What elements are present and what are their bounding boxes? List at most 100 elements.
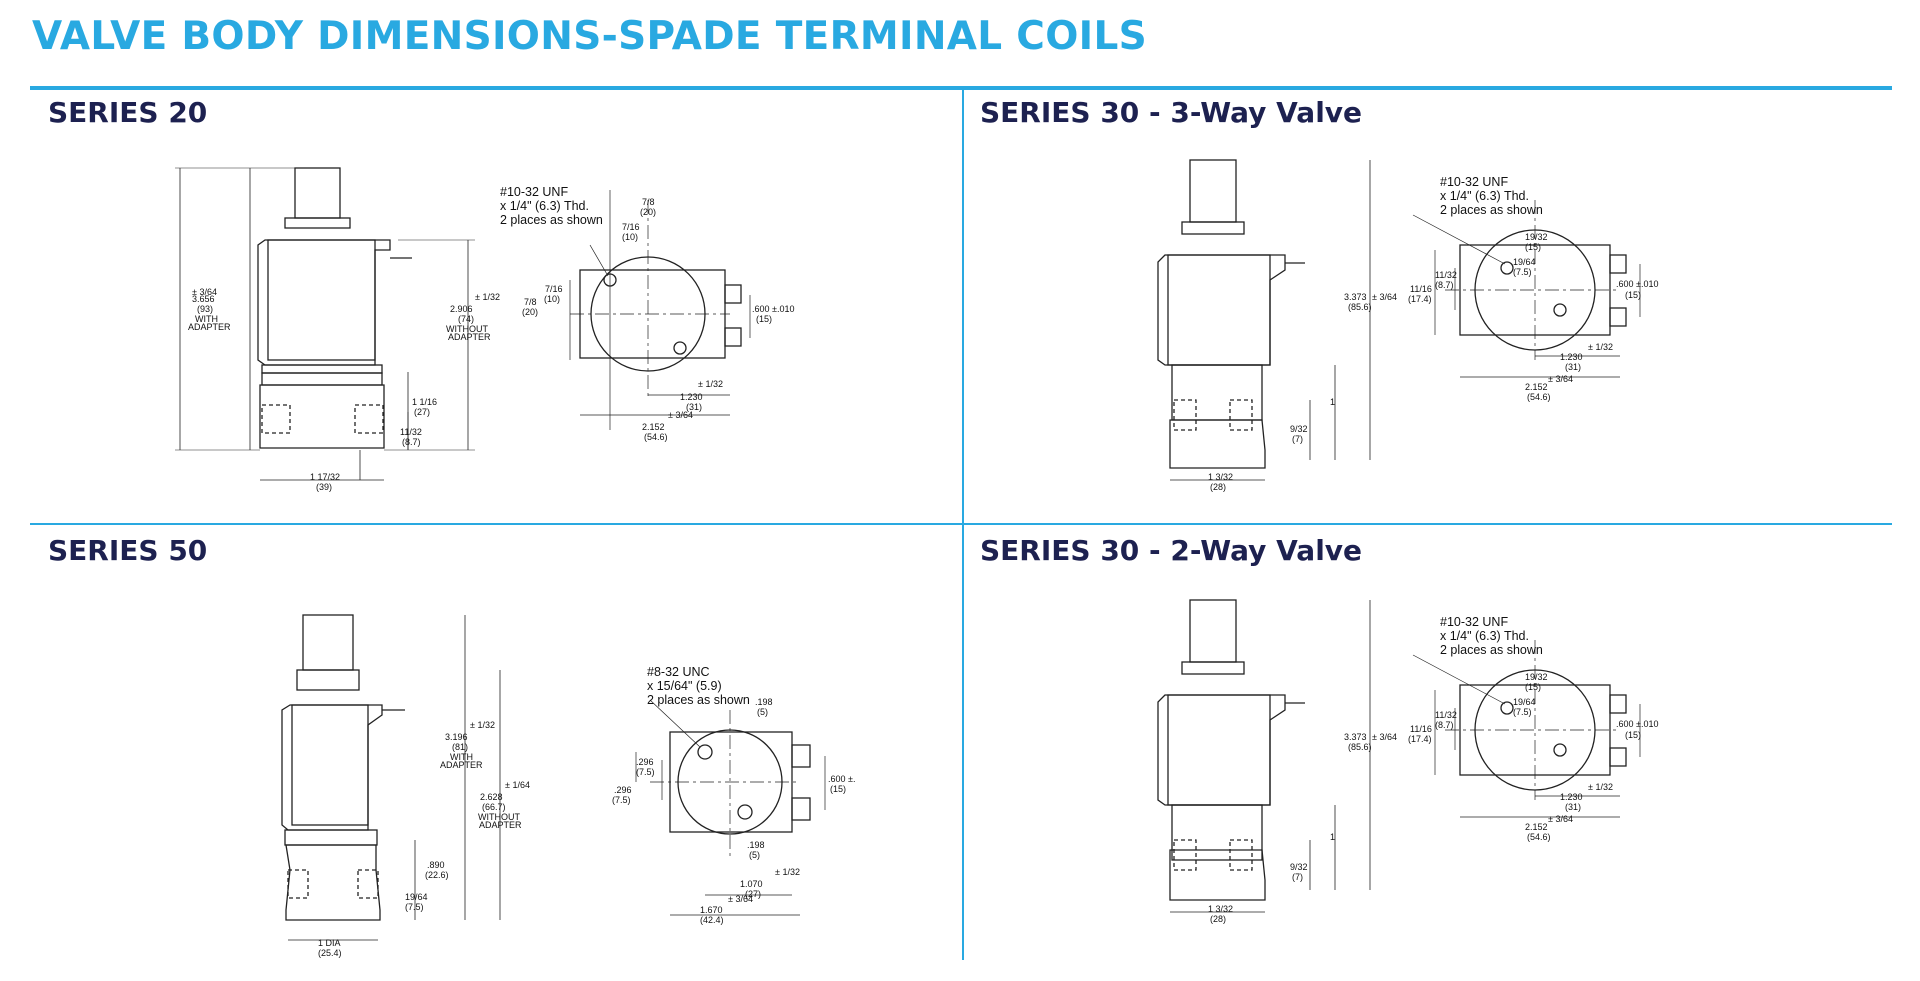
port-height-s50: 19/64 bbox=[405, 892, 428, 902]
thread-line-2-3way: x 1/4" (6.3) Thd. bbox=[1440, 189, 1529, 203]
port-height-mm: (8.7) bbox=[402, 437, 421, 447]
hole-offset-top-mm-3way: (15) bbox=[1525, 242, 1541, 252]
series-20-top-view bbox=[569, 190, 751, 430]
hole-offset-top-mm: (20) bbox=[640, 207, 656, 217]
total-width-3way: 2.152 bbox=[1525, 382, 1548, 392]
lower-height-s50: .890 bbox=[427, 860, 445, 870]
port-height-mm-s50: (7.5) bbox=[405, 902, 424, 912]
total-width-tol: ± 3/64 bbox=[668, 410, 693, 420]
hole-offset-small-mm: (10) bbox=[622, 232, 638, 242]
center-dist-tol-2way: ± 1/32 bbox=[1588, 782, 1613, 792]
side-offset-3way: 11/32 bbox=[1435, 270, 1457, 280]
hole-offset-top-3way: 19/32 bbox=[1525, 232, 1548, 242]
overall-height: 3.656 bbox=[192, 294, 215, 304]
lower-height-3way: 1 bbox=[1330, 397, 1335, 407]
bottom-offset-s50: .198 bbox=[747, 840, 765, 850]
hole-offset-top-mm-2way: (15) bbox=[1525, 682, 1541, 692]
terminal-spacing-3way: .600 ±.010 bbox=[1616, 279, 1658, 289]
body-mm: (74) bbox=[458, 314, 474, 324]
base-width-2way: 1 3/32 bbox=[1208, 904, 1233, 914]
bottom-offset-mm-s50: (5) bbox=[749, 850, 760, 860]
series-20-side-view bbox=[175, 167, 475, 481]
thread-line-1-2way: #10-32 UNF bbox=[1440, 615, 1508, 629]
overall-note-2: ADAPTER bbox=[188, 322, 231, 332]
base-width-mm: (39) bbox=[316, 482, 332, 492]
port-height-2way: 9/32 bbox=[1290, 862, 1308, 872]
total-width-2way: 2.152 bbox=[1525, 822, 1548, 832]
title-divider bbox=[30, 86, 1892, 90]
total-width-mm-2way: (54.6) bbox=[1527, 832, 1551, 842]
section-title-series-30-3way: SERIES 30 - 3-Way Valve bbox=[980, 96, 1363, 129]
base-width-mm-s50: (25.4) bbox=[318, 948, 342, 958]
center-dist: 1.230 bbox=[680, 392, 703, 402]
side-total-2way: 11/16 bbox=[1410, 724, 1432, 734]
total-width-s50: 1.670 bbox=[700, 905, 723, 915]
overall-mm: (93) bbox=[197, 304, 213, 314]
overall-mm-s50: (81) bbox=[452, 742, 468, 752]
side-total: 7/8 bbox=[524, 297, 537, 307]
side-total-3way: 11/16 bbox=[1410, 284, 1432, 294]
thread-line-1-3way: #10-32 UNF bbox=[1440, 175, 1508, 189]
section-title-series-50: SERIES 50 bbox=[48, 534, 208, 567]
port-height-3way: 9/32 bbox=[1290, 424, 1308, 434]
hole-offset-top: 7/8 bbox=[642, 197, 655, 207]
series-50-drawing: ± 1/32 3.196 (81) WITH ADAPTER ± 1/64 2.… bbox=[200, 610, 900, 970]
total-width: 2.152 bbox=[642, 422, 665, 432]
thread-line-2-2way: x 1/4" (6.3) Thd. bbox=[1440, 629, 1529, 643]
center-dist-mm-s50: (27) bbox=[745, 889, 761, 899]
total-width-tol-2way: ± 3/64 bbox=[1548, 814, 1573, 824]
series-20-drawing: ± 3/64 3.656 (93) WITH ADAPTER ± 1/32 2.… bbox=[150, 150, 870, 510]
series-30-3way-drawing: 3.373 ± 3/64 (85.6) 1 9/32 (7) 1 3/32 (2… bbox=[1120, 159, 1680, 500]
section-title-series-20: SERIES 20 bbox=[48, 96, 208, 129]
series-30-2way-drawing: 3.373 ± 3/64 (85.6) 1 9/32 (7) 1 3/32 (2… bbox=[1120, 599, 1680, 940]
hole-offset-small-mm-2way: (7.5) bbox=[1513, 707, 1532, 717]
port-height-mm-3way: (7) bbox=[1292, 434, 1303, 444]
body-height-s50: 2.628 bbox=[480, 792, 503, 802]
terminal-spacing-mm-3way: (15) bbox=[1625, 290, 1641, 300]
thread-line-2-s50: x 15/64" (5.9) bbox=[647, 679, 722, 693]
port-height: 11/32 bbox=[400, 427, 422, 437]
overall-tol-3way: ± 3/64 bbox=[1372, 292, 1397, 302]
center-dist-tol-3way: ± 1/32 bbox=[1588, 342, 1613, 352]
column-divider bbox=[962, 90, 964, 960]
overall-height-2way: 3.373 bbox=[1344, 732, 1367, 742]
lower-height-mm-s50: (22.6) bbox=[425, 870, 449, 880]
side-offset-mm-2way: (8.7) bbox=[1435, 720, 1454, 730]
center-dist-3way: 1.230 bbox=[1560, 352, 1583, 362]
thread-line-3: 2 places as shown bbox=[500, 213, 603, 227]
overall-mm-3way: (85.6) bbox=[1348, 302, 1372, 312]
overall-tol-s50: ± 1/32 bbox=[470, 720, 495, 730]
center-dist-mm-2way: (31) bbox=[1565, 802, 1581, 812]
thread-line-3-2way: 2 places as shown bbox=[1440, 643, 1543, 657]
thread-line-1-s50: #8-32 UNC bbox=[647, 665, 710, 679]
center-dist-tol: ± 1/32 bbox=[698, 379, 723, 389]
side-offset-a-mm-s50: (7.5) bbox=[636, 767, 655, 777]
page-title: VALVE BODY DIMENSIONS-SPADE TERMINAL COI… bbox=[32, 14, 1148, 59]
overall-height-s50: 3.196 bbox=[445, 732, 468, 742]
terminal-spacing-mm-s50: (15) bbox=[830, 784, 846, 794]
lower-height-mm: (27) bbox=[414, 407, 430, 417]
side-offset-mm: (10) bbox=[544, 294, 560, 304]
base-width-s50: 1 DIA bbox=[318, 938, 341, 948]
body-mm-s50: (66.7) bbox=[482, 802, 506, 812]
body-tol-s50: ± 1/64 bbox=[505, 780, 530, 790]
terminal-spacing-s50: .600 ±. bbox=[828, 774, 855, 784]
body-height: 2.906 bbox=[450, 304, 473, 314]
side-total-mm-2way: (17.4) bbox=[1408, 734, 1432, 744]
side-total-mm: (20) bbox=[522, 307, 538, 317]
overall-height-3way: 3.373 bbox=[1344, 292, 1367, 302]
thread-line-1: #10-32 UNF bbox=[500, 185, 568, 199]
body-tol: ± 1/32 bbox=[475, 292, 500, 302]
base-width-3way: 1 3/32 bbox=[1208, 472, 1233, 482]
section-title-series-30-2way: SERIES 30 - 2-Way Valve bbox=[980, 534, 1363, 567]
center-dist-tol-s50: ± 1/32 bbox=[775, 867, 800, 877]
hole-offset-small-2way: 19/64 bbox=[1513, 697, 1536, 707]
overall-note-2-s50: ADAPTER bbox=[440, 760, 483, 770]
body-note-1: WITHOUT bbox=[446, 324, 488, 334]
top-offset-mm-s50: (5) bbox=[757, 707, 768, 717]
base-width-mm-3way: (28) bbox=[1210, 482, 1226, 492]
thread-line-3-s50: 2 places as shown bbox=[647, 693, 750, 707]
thread-line-2: x 1/4" (6.3) Thd. bbox=[500, 199, 589, 213]
side-total-mm-3way: (17.4) bbox=[1408, 294, 1432, 304]
hole-offset-small-3way: 19/64 bbox=[1513, 257, 1536, 267]
